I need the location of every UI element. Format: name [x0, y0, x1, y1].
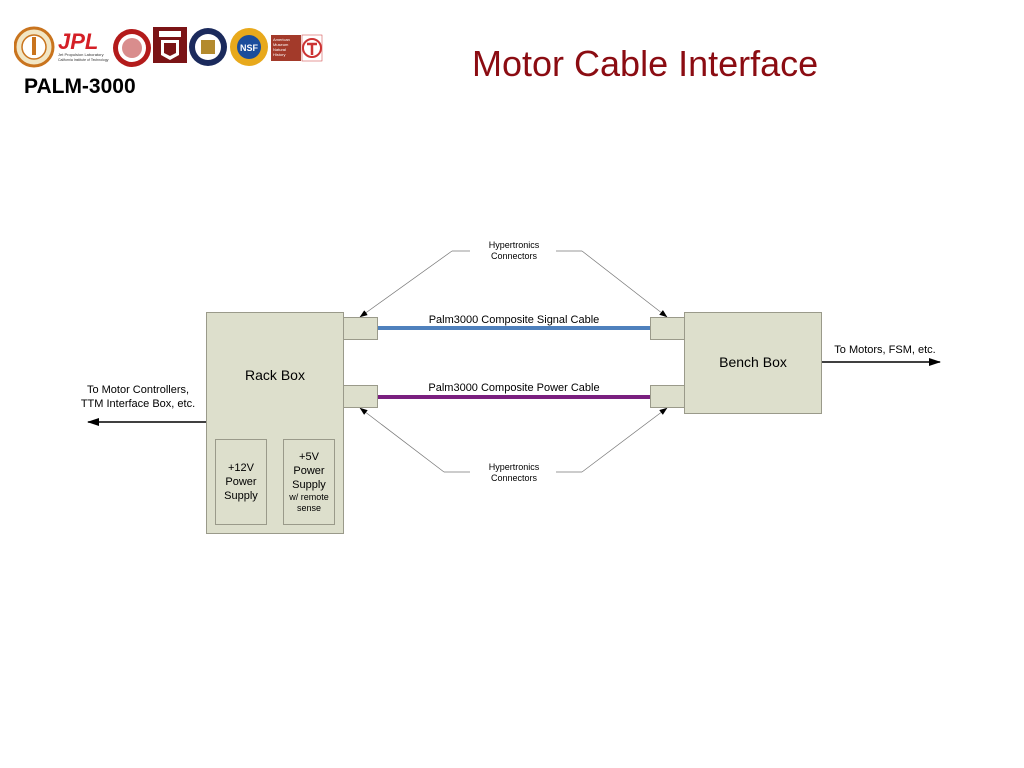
amnh-text-3: Natural [273, 47, 286, 52]
cornell-seal-logo [113, 29, 151, 67]
connectors-top-line-2: Connectors [490, 251, 538, 261]
bench-box [684, 312, 822, 414]
nsf-logo: NSF [230, 28, 268, 66]
amnh-text-4: History [273, 52, 285, 57]
callout-top-left-arrow [359, 250, 453, 318]
ps5-line-1: +5V [299, 451, 319, 463]
rack-signal-connector [343, 317, 378, 340]
bench-box-label: Bench Box [719, 354, 787, 370]
bench-signal-connector [650, 317, 685, 340]
uchicago-logo [153, 27, 187, 63]
nsf-text: NSF [240, 43, 259, 53]
right-dest-label: To Motors, FSM, etc. [834, 344, 936, 356]
jpl-subtext2: California Institute of Technology [58, 58, 109, 62]
connectors-bottom-line-2: Connectors [490, 473, 538, 483]
logo-strip: JPL Jet Propulsion Laboratory California… [13, 25, 324, 70]
left-dest-line-2: TTM Interface Box, etc. [80, 398, 196, 410]
ps12-line-3: Supply [224, 490, 258, 502]
signal-cable-label: Palm3000 Composite Signal Cable [428, 314, 600, 326]
oxford-seal-logo [189, 28, 227, 66]
jpl-logo: JPL Jet Propulsion Laboratory California… [58, 29, 109, 62]
connectors-top-label: Hypertronics Connectors [464, 240, 564, 262]
amnh-text-1: American [273, 37, 290, 42]
callout-bottom-left-arrow [359, 407, 445, 473]
amnh-text-2: Museum [273, 42, 289, 47]
power-cable-label: Palm3000 Composite Power Cable [428, 382, 600, 394]
ps12-line-2: Power [225, 476, 257, 488]
connectors-bottom-label: Hypertronics Connectors [464, 462, 564, 484]
jpl-text: JPL [58, 29, 98, 54]
power-supply-5v-label: +5V Power Supply [283, 450, 335, 492]
ps5-note-1: w/ remote [289, 492, 329, 502]
rack-box-label: Rack Box [245, 367, 305, 383]
amnh-logo: American Museum Natural History [271, 35, 301, 61]
ps5-line-3: Supply [292, 479, 326, 491]
page-title: Motor Cable Interface [472, 43, 819, 84]
power-supply-5v-note: w/ remote sense [283, 492, 335, 514]
ps5-line-2: Power [293, 465, 325, 477]
jpl-subtext: Jet Propulsion Laboratory [58, 52, 104, 57]
left-dest-label: To Motor Controllers, TTM Interface Box,… [68, 383, 208, 411]
t-logo [301, 34, 323, 62]
power-supply-12v-label: +12V Power Supply [215, 461, 267, 503]
callout-bottom-right-arrow [581, 407, 668, 473]
project-name: PALM-3000 [24, 75, 136, 98]
ps12-line-1: +12V [228, 462, 254, 474]
left-dest-line-1: To Motor Controllers, [86, 384, 190, 396]
connectors-top-line-1: Hypertronics [488, 240, 540, 250]
power-supply-5v [283, 439, 335, 525]
callout-top-right-arrow [581, 250, 668, 318]
rack-power-connector [343, 385, 378, 408]
caltech-seal-logo [13, 26, 55, 68]
connectors-bottom-line-1: Hypertronics [488, 462, 540, 472]
ps5-note-2: sense [296, 503, 322, 513]
bench-power-connector [650, 385, 685, 408]
power-supply-12v [215, 439, 267, 525]
